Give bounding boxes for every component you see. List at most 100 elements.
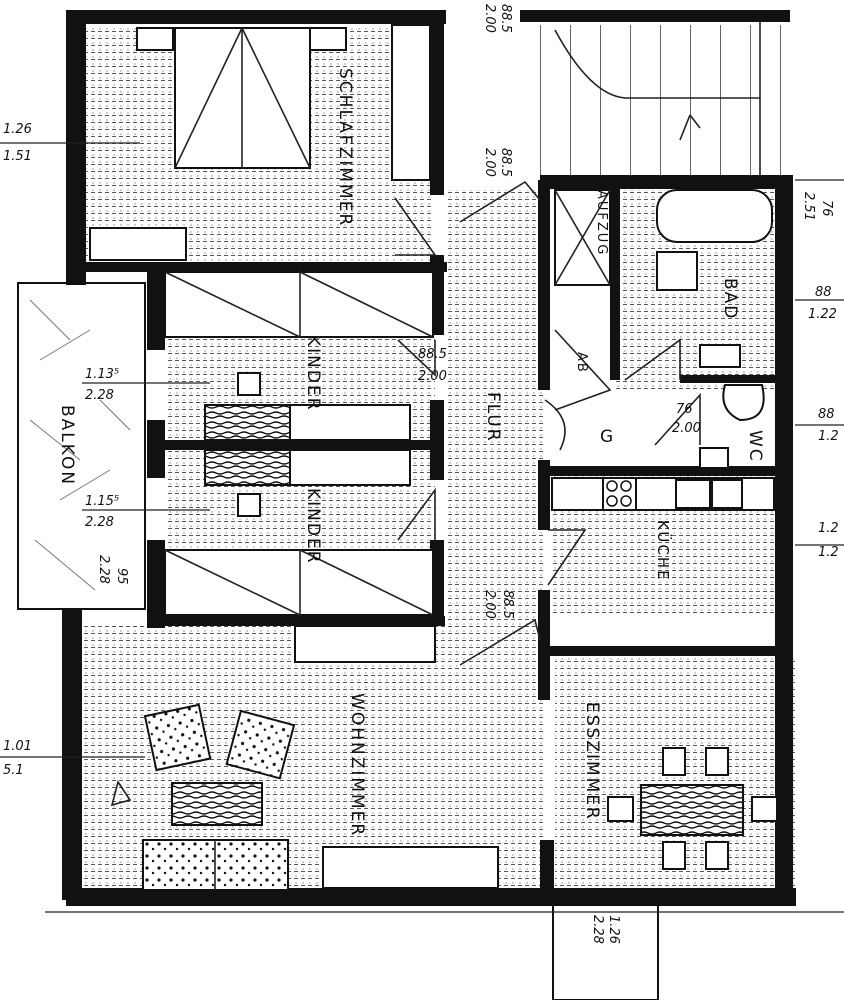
door-kinder-1 — [397, 339, 436, 377]
label-kinder-2: KINDER — [303, 488, 323, 565]
door-kueche — [547, 529, 587, 586]
dim-228-c: 2.28 — [96, 555, 111, 584]
coffee-table — [171, 782, 263, 826]
label-esszimmer: ESSZIMMER — [582, 702, 602, 821]
burner-3 — [606, 495, 618, 507]
dining-chair-4 — [705, 841, 729, 870]
dim-122: 1.22 — [808, 307, 837, 322]
dim-1155: 1.15⁵ — [85, 494, 119, 509]
balkon-bottom — [552, 904, 659, 1000]
dimension-lines — [0, 142, 844, 758]
label-kueche: KÜCHE — [654, 520, 673, 582]
label-ab: AB — [574, 352, 589, 374]
door-ab — [554, 329, 612, 411]
label-aufzug: AUFZUG — [594, 190, 609, 256]
dim-51: 5.1 — [3, 763, 24, 778]
chair-kinder-1 — [237, 372, 261, 396]
door-wc — [654, 392, 701, 446]
dim-12-r: 1.2 — [818, 429, 839, 444]
dining-chair-3 — [662, 841, 686, 870]
door-g — [544, 399, 566, 451]
bathtub — [656, 189, 773, 243]
dining-chair-6 — [751, 796, 778, 822]
label-balkon: BALKON — [57, 405, 77, 486]
dim-12-r3: 1.2 — [818, 545, 839, 560]
dim-885-a: 88.5 — [498, 148, 513, 177]
label-wc: WC — [745, 430, 765, 463]
dim-200-top: 2.00 — [482, 4, 497, 33]
dim-228-bot: 2.28 — [590, 915, 605, 944]
dim-76: 76 — [676, 402, 693, 417]
kitchen-cabinet — [711, 479, 743, 509]
dim-228-b: 2.28 — [85, 515, 114, 530]
dim-200-wc: 2.00 — [672, 421, 701, 436]
armchair-1 — [143, 703, 212, 772]
dim-76-r: 76 — [819, 200, 834, 217]
dim-885-top: 88.5 — [498, 4, 513, 33]
tv-bench — [322, 846, 499, 889]
wc-sink — [699, 447, 729, 469]
bath-cabinet — [656, 251, 698, 291]
dim-95: 95 — [114, 568, 129, 585]
dim-12-r2: 1.2 — [818, 521, 839, 536]
dim-101: 1.01 — [3, 739, 32, 754]
wardrobe-schlafzimmer — [391, 24, 431, 181]
desk-kinder-2 — [204, 449, 291, 486]
nightstand-right — [309, 27, 347, 51]
dining-chair-2 — [705, 747, 729, 776]
outer-walls — [62, 10, 796, 906]
chair-kinder-2 — [237, 493, 261, 517]
balkon-area — [17, 282, 146, 610]
plant-icon — [110, 780, 132, 807]
dining-table — [640, 784, 744, 836]
armchair-2 — [225, 709, 296, 780]
stair-arc — [554, 29, 760, 99]
double-bed — [174, 27, 311, 169]
label-schlafzimmer: SCHLAFZIMMER — [335, 68, 355, 227]
dim-126: 1.26 — [3, 122, 32, 137]
dim-200-c: 2.00 — [482, 590, 497, 619]
balkon-scribble — [29, 299, 131, 591]
bed-kinder-1 — [289, 404, 411, 441]
interior-walls — [82, 20, 790, 900]
dining-chair-5 — [607, 796, 634, 822]
wc-toilet — [722, 384, 765, 422]
label-g: G — [600, 427, 615, 447]
burner-4 — [620, 495, 632, 507]
wardrobe-kinder-1 — [164, 271, 434, 338]
door-wohnzimmer — [459, 618, 541, 666]
dim-151: 1.51 — [3, 149, 32, 164]
dim-88-r2: 88 — [818, 407, 835, 422]
door-flur-1 — [459, 180, 541, 223]
label-bad: BAD — [720, 278, 740, 320]
dim-251: 2.51 — [801, 192, 816, 221]
aufzug-shaft — [554, 189, 611, 286]
stair-arrow — [679, 114, 701, 141]
dim-200-b: 2.00 — [418, 369, 447, 384]
door-kinder-2 — [397, 487, 436, 541]
floor-flur — [445, 190, 545, 700]
door-schlafzimmer — [394, 197, 437, 256]
bed-kinder-2 — [289, 449, 411, 486]
label-flur: FLUR — [483, 392, 503, 443]
nightstand-left — [136, 27, 174, 51]
burner-2 — [620, 480, 632, 492]
dim-88-r: 88 — [815, 285, 832, 300]
kitchen-sink — [675, 479, 711, 509]
wardrobe-kinder-2 — [164, 549, 434, 616]
dim-885-b: 88.5 — [418, 347, 447, 362]
dim-200-a: 2.00 — [482, 148, 497, 177]
dim-126-b: 1.26 — [606, 915, 621, 944]
dim-885-c: 88.5 — [500, 590, 515, 619]
desk-kinder-1 — [204, 404, 291, 441]
bench-schlafzimmer — [89, 227, 187, 261]
bath-sink — [699, 344, 741, 368]
floor-stairwell — [540, 25, 785, 175]
dim-1135: 1.13⁵ — [85, 367, 119, 382]
dining-chair-1 — [662, 747, 686, 776]
burner-1 — [606, 480, 618, 492]
label-wohnzimmer: WOHNZIMMER — [347, 693, 367, 837]
door-bad — [624, 338, 681, 381]
label-kinder-1: KINDER — [303, 335, 323, 412]
